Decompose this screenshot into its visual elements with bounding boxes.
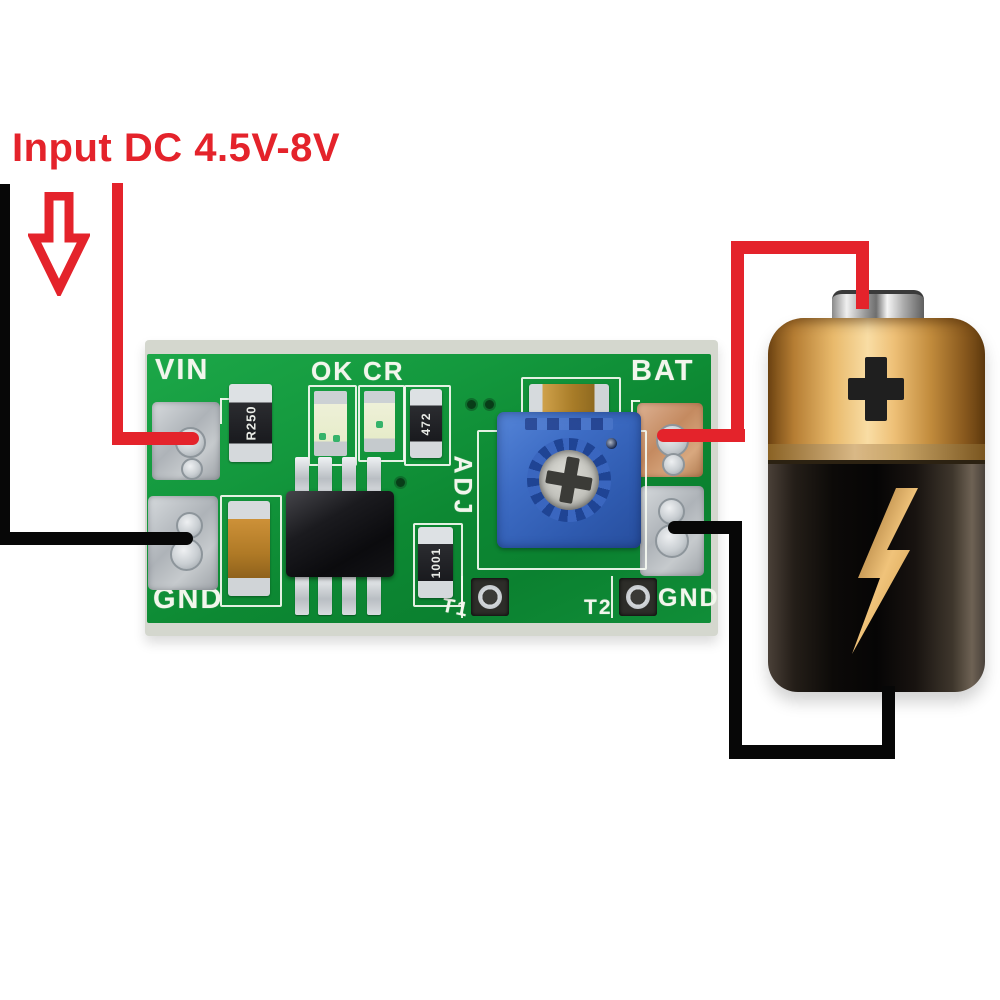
ic-pin (367, 457, 381, 493)
ic-pin (295, 457, 309, 493)
pcb-label-bat: BAT (631, 355, 695, 387)
bat-negative-wire-seg3 (729, 745, 895, 759)
charger-ic (286, 491, 394, 577)
ic-pin (367, 575, 381, 615)
tantalum-capacitor (228, 501, 270, 596)
gnd-input-wire-horizontal (0, 532, 193, 545)
pcb-label-ok: OK (311, 356, 354, 386)
lightning-bolt-icon (852, 488, 918, 654)
vin-input-wire-horizontal (112, 432, 199, 445)
ic-pin (342, 457, 356, 493)
tantalum-cap-outline (220, 495, 282, 607)
pot-marking (525, 418, 613, 430)
pot-dimple (606, 438, 617, 449)
bat-positive-wire-seg1 (657, 429, 745, 442)
silkscreen-bracket (220, 398, 222, 424)
ic-pin (318, 457, 332, 493)
down-arrow-icon (28, 192, 90, 296)
testpoint-t1 (471, 578, 509, 616)
vin-input-wire-vertical (112, 183, 123, 441)
pcb-label-vin: VIN (155, 354, 210, 386)
pcb-label-adj: ADJ (448, 455, 477, 518)
ic-pin (295, 575, 309, 615)
via (465, 398, 478, 411)
resistor-472: 472 (410, 389, 442, 458)
ok-led (314, 391, 347, 456)
pcb-label-t2: T2 (584, 596, 613, 619)
silkscreen-bracket (631, 400, 640, 402)
ceramic-capacitor (529, 384, 609, 414)
resistor-472-outline (404, 385, 451, 466)
bat-positive-wire-seg3 (731, 241, 869, 254)
via (394, 476, 407, 489)
ic-pin (342, 575, 356, 615)
plus-icon (848, 357, 904, 421)
testpoint-t2 (619, 578, 657, 616)
cr-led (364, 391, 395, 452)
battery (768, 288, 985, 692)
battery-body (768, 318, 985, 692)
ok-led-outline (308, 385, 357, 466)
charger-module-pcb: VIN OK CR BAT ADJ GND T1 T2 GND (145, 340, 718, 636)
bat-positive-wire-seg2 (731, 241, 744, 442)
bat-negative-wire-seg1 (668, 521, 742, 534)
bat-positive-wire-seg4 (856, 241, 869, 309)
input-voltage-label: Input DC 4.5V-8V (12, 126, 341, 170)
battery-black-section (768, 464, 985, 692)
via (483, 398, 496, 411)
pcb-label-gnd-right: GND (658, 584, 720, 612)
resistor-r250: R250 (229, 384, 272, 462)
silkscreen-bracket (611, 576, 613, 618)
trimmer-potentiometer (497, 412, 641, 548)
battery-band (768, 444, 985, 464)
resistor-1001-outline (413, 523, 463, 607)
gnd-input-wire-vertical (0, 184, 10, 544)
resistor-1001: 1001 (418, 527, 453, 598)
silkscreen-bracket (220, 398, 230, 400)
bat-negative-wire-seg2 (729, 521, 742, 759)
pcb-label-cr: CR (363, 356, 405, 386)
bat-negative-wire-seg4 (882, 686, 895, 759)
battery-gold-section (768, 318, 985, 444)
ic-pin (318, 575, 332, 615)
